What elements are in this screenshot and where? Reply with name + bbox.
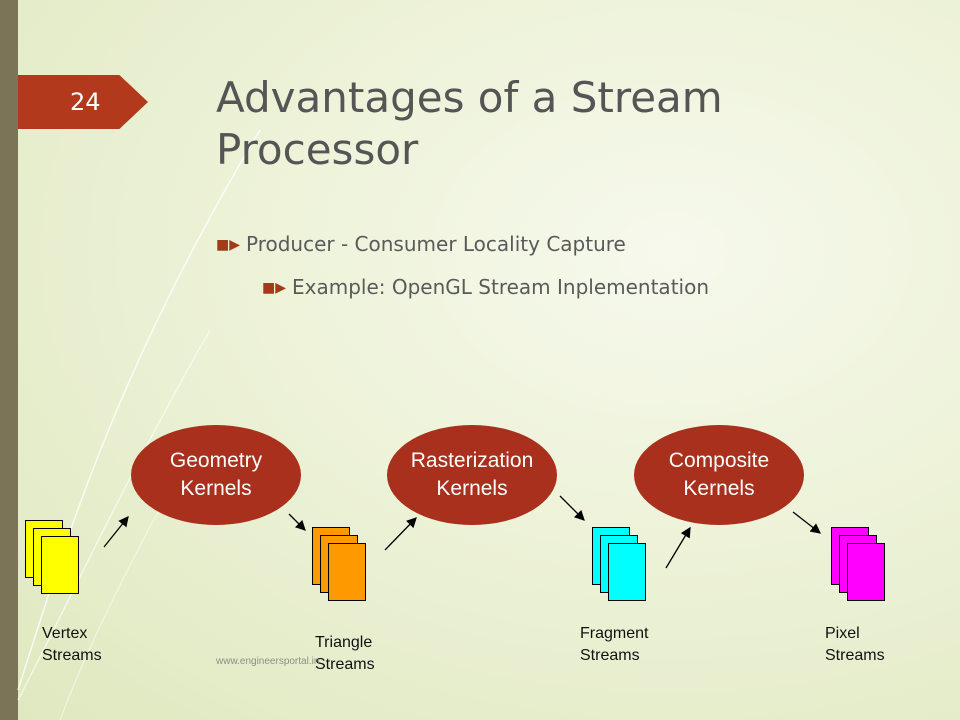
bullet-text-2: Example: OpenGL Stream Inplementation (292, 275, 710, 299)
pixel-streams-label: Pixel Streams (825, 623, 935, 667)
title-line-2: Processor (216, 125, 419, 174)
fragment-streams-label: Fragment Streams (580, 623, 690, 667)
vertex-stream-stack (25, 520, 85, 610)
stream-card (847, 543, 885, 601)
label-line1: Vertex (42, 625, 88, 642)
arrow-triangle-to-rasterization (384, 517, 417, 551)
bullet-item-2: ■▶ Example: OpenGL Stream Inplementation (262, 275, 709, 299)
arrow-vertex-to-geometry (103, 515, 129, 548)
label-line1: Triangle (315, 634, 373, 651)
pixel-stream-stack (831, 527, 891, 617)
arrow-rasterization-to-fragment (559, 495, 585, 521)
kernel-label-line2: Kernels (683, 477, 755, 500)
kernel-label-line2: Kernels (180, 477, 252, 500)
footer-url: www.engineersportal.in (216, 656, 320, 667)
kernel-label-line2: Kernels (436, 477, 508, 500)
triangle-stream-stack (312, 527, 372, 617)
bullet-arrow-icon: ■▶ (262, 280, 286, 296)
slide-number: 24 (70, 88, 101, 116)
label-line1: Fragment (580, 625, 649, 642)
label-line2: Streams (580, 647, 640, 664)
kernel-label-line1: Rasterization (410, 449, 534, 472)
label-line2: Streams (825, 647, 885, 664)
stream-card (328, 543, 366, 601)
slide-number-tab: 24 (18, 75, 148, 129)
slide-title: Advantages of a Stream Processor (216, 72, 816, 176)
label-line2: Streams (42, 647, 102, 664)
bullet-arrow-icon: ■▶ (216, 237, 240, 253)
bullet-text-1: Producer - Consumer Locality Capture (246, 232, 626, 256)
vertex-streams-label: Vertex Streams (42, 623, 152, 667)
composite-kernels-node: Composite Kernels (634, 425, 804, 525)
arrow-fragment-to-composite (665, 526, 691, 569)
title-line-1: Advantages of a Stream (216, 73, 723, 122)
bullet-item-1: ■▶ Producer - Consumer Locality Capture (216, 232, 626, 256)
kernel-label-line1: Geometry (169, 449, 263, 472)
label-line1: Pixel (825, 625, 860, 642)
kernel-label-line1: Composite (668, 449, 770, 472)
triangle-streams-label: Triangle Streams (315, 632, 425, 676)
left-side-bar (0, 0, 18, 720)
geometry-kernels-node: Geometry Kernels (131, 425, 301, 525)
arrow-composite-to-pixel (792, 511, 822, 534)
arrow-geometry-to-triangle (288, 513, 306, 531)
stream-card (608, 543, 646, 601)
label-line2: Streams (315, 656, 375, 673)
rasterization-kernels-node: Rasterization Kernels (387, 425, 557, 525)
stream-card (41, 536, 79, 594)
fragment-stream-stack (592, 527, 652, 617)
